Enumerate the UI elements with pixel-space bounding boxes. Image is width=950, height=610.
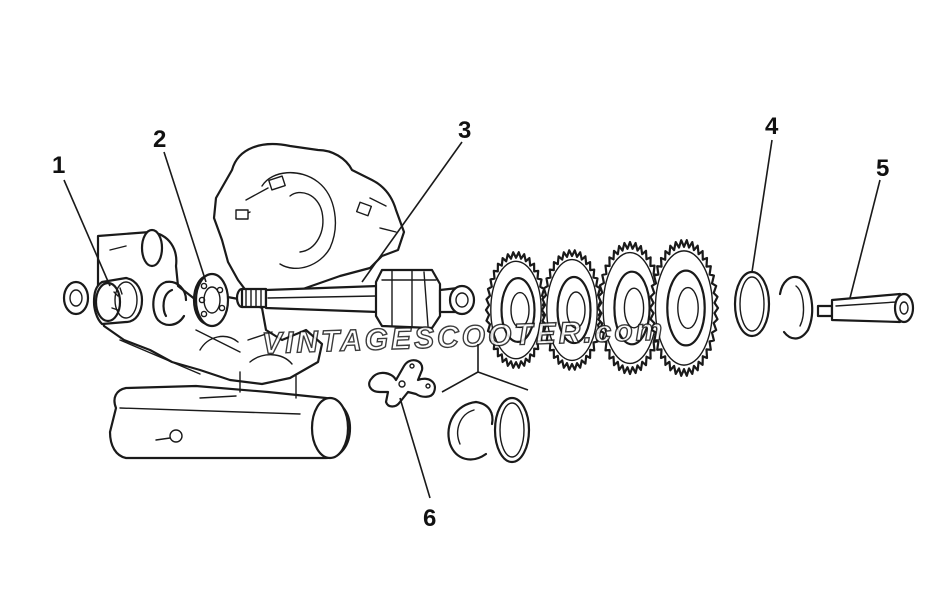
part-1-bearing-race <box>62 276 144 326</box>
callout-5: 5 <box>876 155 889 182</box>
lower-rings <box>447 396 531 464</box>
gear-2-root-ring <box>546 258 598 362</box>
gear-3-bore <box>623 287 645 329</box>
part-4-circlips <box>733 270 814 340</box>
leader-rings-fork <box>441 344 529 393</box>
leader-1 <box>63 179 111 287</box>
leader-4 <box>751 139 773 273</box>
gear-4-root-ring <box>654 250 714 366</box>
part-5-pin <box>816 292 915 324</box>
gear-4-bore <box>677 286 699 330</box>
gear-3 <box>596 240 664 376</box>
gear-1 <box>484 251 548 369</box>
gear-2 <box>540 249 604 371</box>
leader-5 <box>849 179 881 299</box>
callout-3: 3 <box>458 117 471 144</box>
callout-4: 4 <box>765 113 779 140</box>
callout-2: 2 <box>153 126 166 153</box>
gear-1-bore <box>510 291 530 329</box>
leader-lines <box>63 139 881 499</box>
callout-1: 1 <box>52 152 65 179</box>
callout-6: 6 <box>423 505 436 532</box>
gear-4 <box>648 239 720 377</box>
part-6-cross-selector <box>368 359 436 408</box>
part-2-circlip-and-bearing <box>152 272 230 328</box>
watermark-text: VINTAGESCOOTER.com <box>261 314 665 361</box>
callout-labels: 1 2 3 4 5 6 <box>52 113 889 532</box>
part-3-main-shaft <box>235 268 476 330</box>
gear-2-bore <box>566 291 586 329</box>
leader-3 <box>361 141 463 283</box>
leader-2 <box>163 151 207 283</box>
gear-cluster <box>484 239 720 377</box>
leader-6 <box>399 397 431 499</box>
